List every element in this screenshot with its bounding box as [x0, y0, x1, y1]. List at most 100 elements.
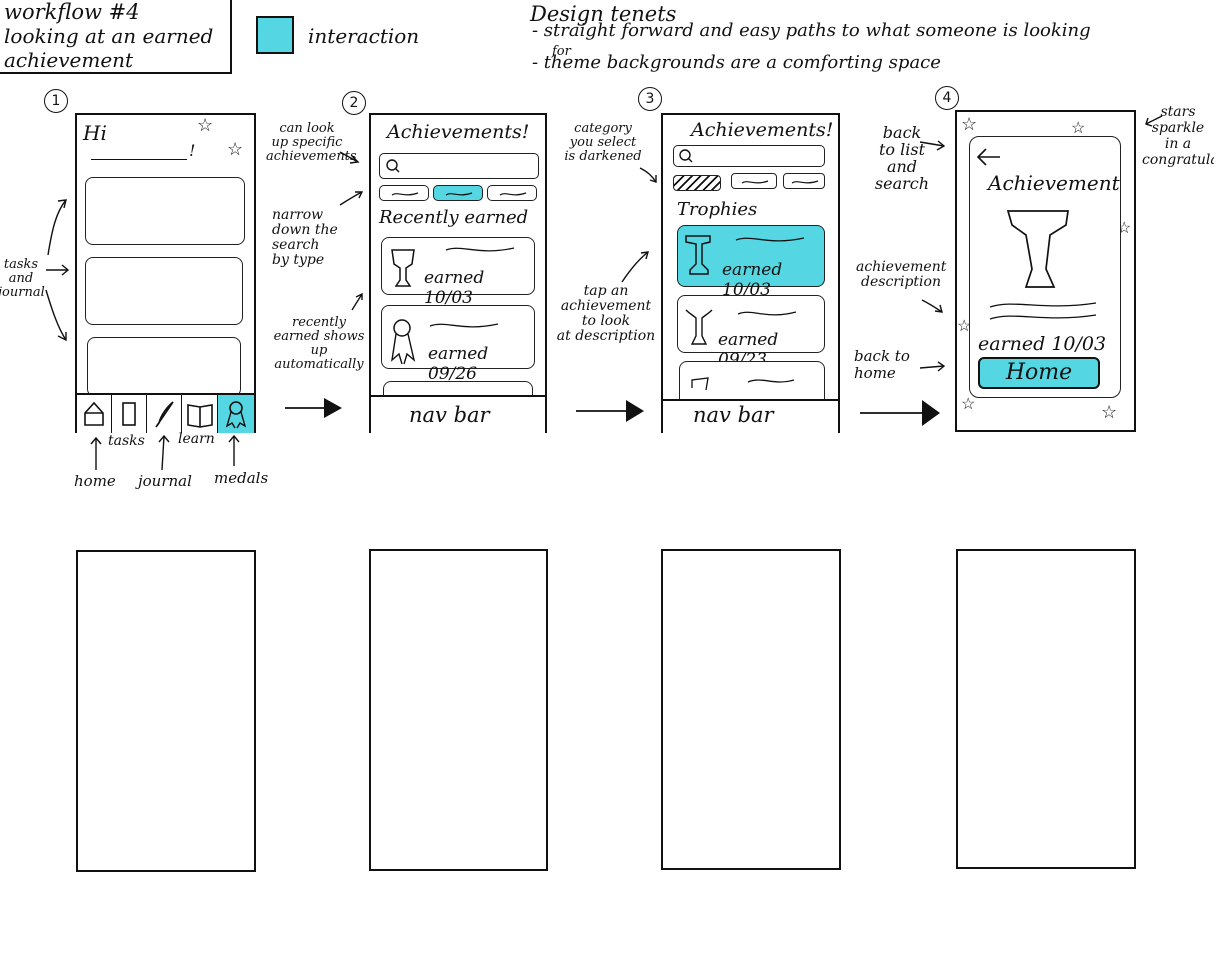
filter-chip[interactable] — [487, 185, 537, 201]
step-number-4: 4 — [935, 86, 959, 110]
step-number-3: 3 — [638, 87, 662, 111]
star-icon: ☆ — [197, 115, 214, 136]
step-number-2: 2 — [342, 91, 366, 115]
home-button[interactable]: Home — [978, 357, 1100, 389]
empty-frame-2 — [369, 549, 548, 871]
nav-label-journal: journal — [138, 472, 192, 490]
section-heading: Trophies — [677, 199, 758, 220]
achievement-card[interactable] — [679, 361, 825, 403]
trophy-icon — [685, 235, 711, 275]
nav-tasks-button[interactable] — [112, 395, 147, 433]
star-icon: ☆ — [227, 139, 244, 160]
section-heading: Recently earned — [379, 207, 529, 228]
search-icon — [386, 159, 400, 173]
squiggle-text — [737, 311, 797, 316]
trophy-icon — [1006, 210, 1069, 288]
star-icon: ☆ — [961, 394, 976, 413]
achievement-card-selected[interactable]: earned 10/03 — [677, 225, 825, 300]
workflow-title-line-2: looking at an earned — [4, 24, 214, 48]
earned-date: earned 10/03 — [722, 260, 783, 300]
empty-frame-1 — [76, 550, 256, 872]
workflow-title-line-1: workflow #4 — [4, 0, 140, 24]
journal-card[interactable] — [87, 337, 241, 397]
back-arrow-icon[interactable] — [974, 145, 1004, 169]
bottom-nav-bar: nav bar — [371, 395, 545, 433]
design-tenet-1-continued: for — [552, 44, 571, 59]
nav-label-tasks: tasks — [108, 433, 145, 449]
design-tenet-2: - theme backgrounds are a comforting spa… — [532, 52, 941, 73]
squiggle-text — [741, 180, 769, 184]
squiggle-text — [429, 323, 499, 328]
achievement-card[interactable]: earned 10/03 — [381, 237, 535, 308]
squiggle-text — [735, 237, 805, 242]
achievements-title: Achievements! — [387, 121, 530, 143]
screen-1-home: Hi ! ☆ ☆ — [75, 113, 256, 433]
screen-2-achievements: Achievements! Recently earned earned 10/… — [369, 113, 547, 433]
empty-frame-3 — [661, 549, 841, 870]
search-icon — [679, 149, 693, 163]
filter-chip-selected[interactable] — [673, 175, 721, 191]
earned-date: earned 09/26 — [428, 344, 489, 384]
book-icon — [187, 404, 213, 428]
screen-4-achievement-detail: ☆ ☆ ☆ ☆ ☆ ☆ Achievement earned 10/03 Hom… — [955, 110, 1136, 432]
achievements-title: Achievements! — [691, 119, 834, 141]
task-card[interactable] — [85, 177, 245, 245]
nav-bar-label: nav bar — [693, 403, 774, 427]
star-icon: ☆ — [961, 114, 978, 135]
interaction-legend-label: interaction — [308, 24, 420, 48]
home-icon — [84, 401, 104, 426]
achievement-detail-card: Achievement earned 10/03 Home — [969, 136, 1121, 398]
achievement-card[interactable]: earned 09/26 — [381, 305, 535, 384]
nav-medals-button[interactable] — [218, 395, 254, 433]
tasks-icon — [122, 402, 136, 426]
nav-learn-button[interactable] — [182, 395, 218, 433]
screen-3-trophies: Achievements! Trophies earned 10/03 earn… — [661, 113, 840, 433]
star-icon: ☆ — [1071, 118, 1086, 137]
bottom-nav-bar — [77, 393, 254, 433]
bottom-nav-bar: nav bar — [663, 399, 838, 433]
home-button-label: Home — [1005, 360, 1073, 385]
star-icon: ☆ — [1101, 402, 1118, 423]
nav-label-home: home — [74, 472, 116, 490]
medal-icon — [225, 401, 247, 429]
ribbon-medal-icon — [391, 319, 416, 365]
squiggle-text — [691, 377, 795, 391]
nav-label-medals: medals — [214, 469, 269, 487]
achievement-detail-title: Achievement — [988, 171, 1120, 195]
greeting-text: Hi — [83, 121, 107, 145]
filter-chip[interactable] — [783, 173, 825, 189]
squiggle-text — [445, 192, 473, 196]
filter-chip-selected[interactable] — [433, 185, 483, 201]
nav-journal-button[interactable] — [147, 395, 182, 433]
achievement-card[interactable]: earned 09/23 — [677, 295, 825, 370]
step-number-1: 1 — [44, 89, 68, 113]
workflow-title-box — [0, 0, 232, 74]
nav-label-learn: learn — [178, 431, 215, 447]
interaction-legend-swatch — [256, 16, 294, 54]
search-input[interactable] — [673, 145, 825, 167]
design-tenets-title: Design tenets — [530, 2, 677, 26]
trophy-icon — [391, 249, 415, 287]
workflow-title-line-3: achievement — [4, 48, 134, 72]
greeting-name-line — [91, 159, 187, 160]
filter-chip[interactable] — [731, 173, 777, 189]
empty-frame-4 — [956, 549, 1136, 869]
squiggle-text — [391, 192, 419, 196]
earned-date: earned 10/03 — [424, 268, 485, 308]
search-input[interactable] — [379, 153, 539, 179]
squiggle-text — [499, 192, 527, 196]
task-card[interactable] — [85, 257, 243, 325]
trophy-icon — [685, 309, 713, 345]
nav-bar-label: nav bar — [409, 403, 490, 427]
filter-chip[interactable] — [379, 185, 429, 201]
nav-home-button[interactable] — [77, 395, 112, 433]
squiggle-text — [791, 180, 819, 184]
